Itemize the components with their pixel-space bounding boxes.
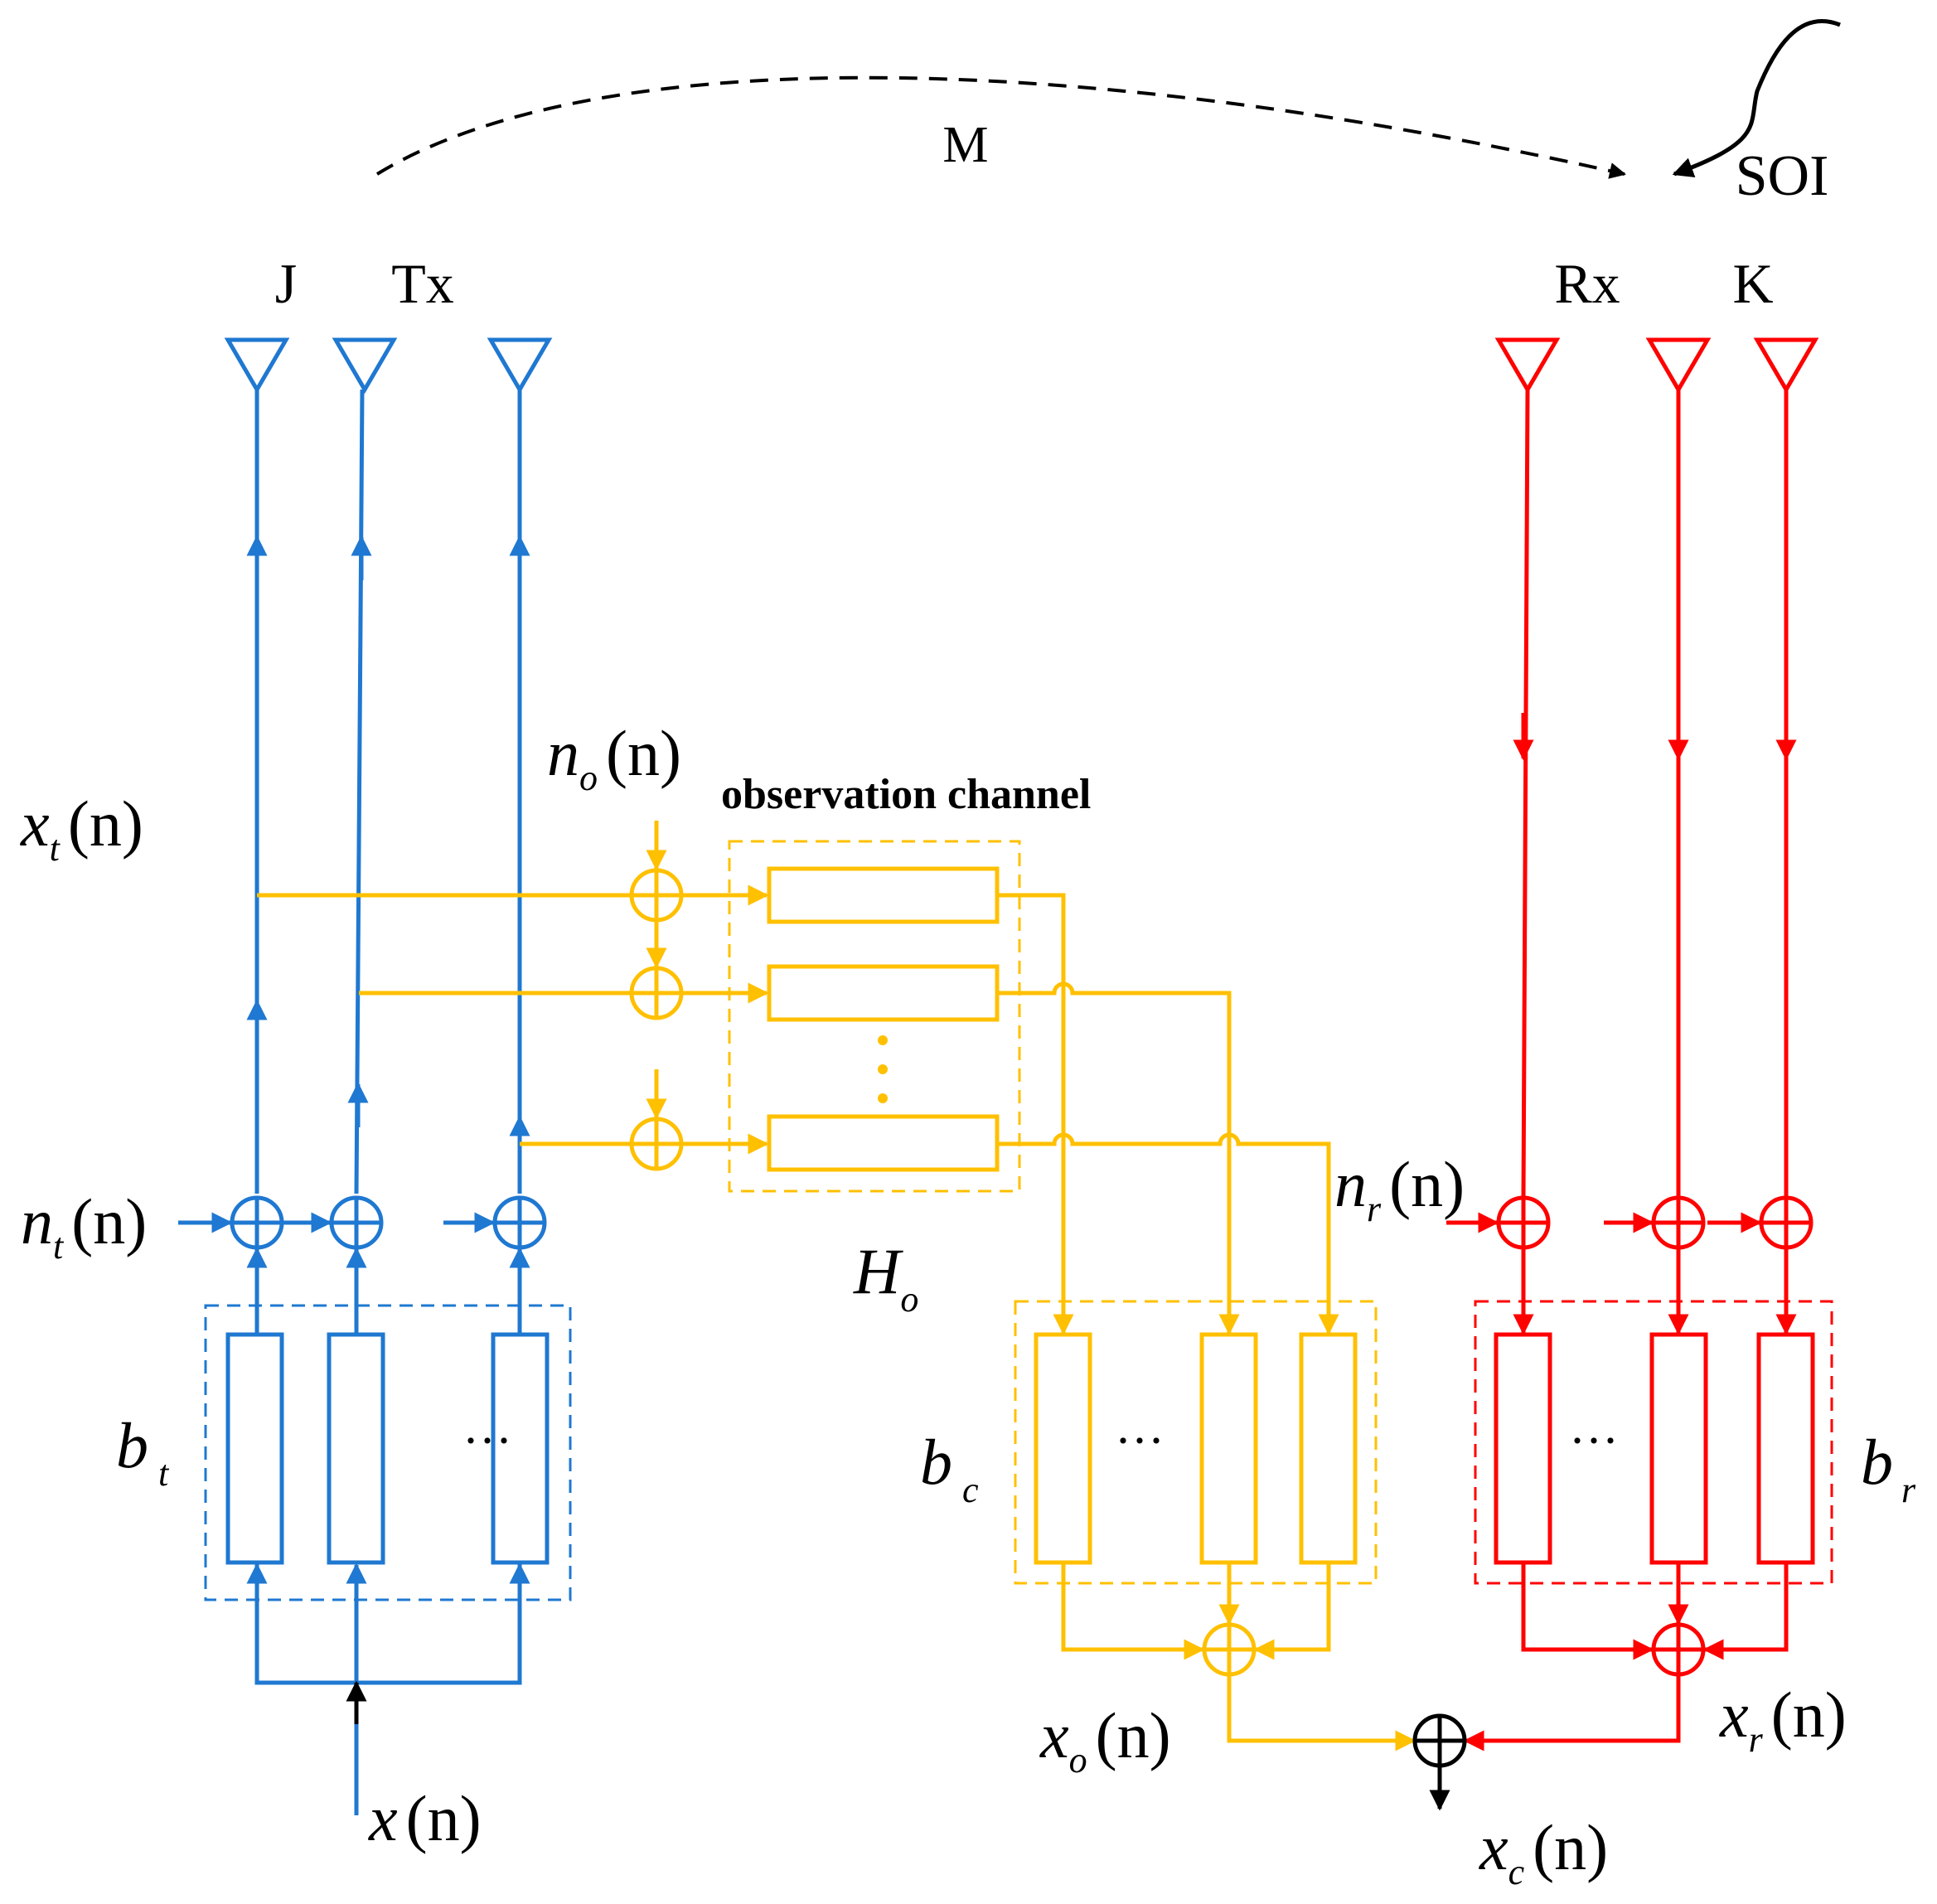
tx-antenna-3-icon <box>487 337 553 394</box>
label-m: M <box>942 117 988 173</box>
tx-antenna-1-icon <box>224 337 290 394</box>
rx-filter-bank-br <box>1474 1300 1833 1585</box>
label-xr: xr(n) <box>1719 1679 1847 1760</box>
label-ho: Ho <box>853 1235 918 1320</box>
soi-arrow <box>1672 18 1841 178</box>
rx-filter-1 <box>1494 1332 1552 1565</box>
rx-antenna-3-icon <box>1753 337 1819 394</box>
receive-chain <box>1446 337 1833 1751</box>
label-no: no(n) <box>547 717 681 798</box>
bc-filter-3 <box>1299 1332 1358 1565</box>
br-ellipsis: ··· <box>1569 1413 1619 1468</box>
observation-channel-box <box>728 840 1021 1193</box>
tx-filter-bank-bt <box>204 1304 572 1601</box>
observation-chain <box>257 821 1416 1751</box>
label-j: J <box>275 252 297 315</box>
label-xo: xo(n) <box>1039 1699 1171 1780</box>
label-nt: nt(n) <box>21 1185 147 1267</box>
label-xt: xt(n) <box>20 787 143 869</box>
final-combiner <box>1412 1713 1467 1811</box>
rx-antenna-2-icon <box>1645 337 1712 394</box>
coupling-path-m <box>375 75 1626 179</box>
label-x: x(n) <box>368 1782 482 1854</box>
tx-antenna-2-icon <box>332 337 398 394</box>
label-tx: Tx <box>391 252 454 315</box>
tx-filter-2 <box>327 1332 385 1565</box>
rx-antenna-1-icon <box>1494 337 1561 394</box>
label-rx: Rx <box>1554 252 1620 315</box>
obs-vertical-dots <box>878 1035 888 1103</box>
tx-feed-2 <box>354 389 365 1194</box>
bc-filter-2 <box>1199 1332 1258 1565</box>
label-k: K <box>1732 252 1773 315</box>
obs-filter-2 <box>767 964 1000 1022</box>
transmit-chain <box>178 337 572 1815</box>
label-nr: nr(n) <box>1334 1148 1465 1229</box>
bc-ellipsis: ··· <box>1115 1413 1165 1468</box>
obs-filter-1 <box>767 866 1000 924</box>
label-soi: SOI <box>1736 144 1829 208</box>
obs-filter-3 <box>767 1114 1000 1172</box>
tx-filter-1 <box>225 1332 284 1565</box>
observation-channel-label: observation channel <box>721 771 1091 818</box>
tx-ellipsis: ··· <box>462 1413 512 1468</box>
obs-filter-bank-bc <box>1014 1300 1378 1585</box>
rx-filter-3 <box>1756 1332 1815 1565</box>
rx-filter-2 <box>1649 1332 1708 1565</box>
bc-filter-1 <box>1034 1332 1092 1565</box>
label-xc: xc(n) <box>1479 1811 1608 1892</box>
